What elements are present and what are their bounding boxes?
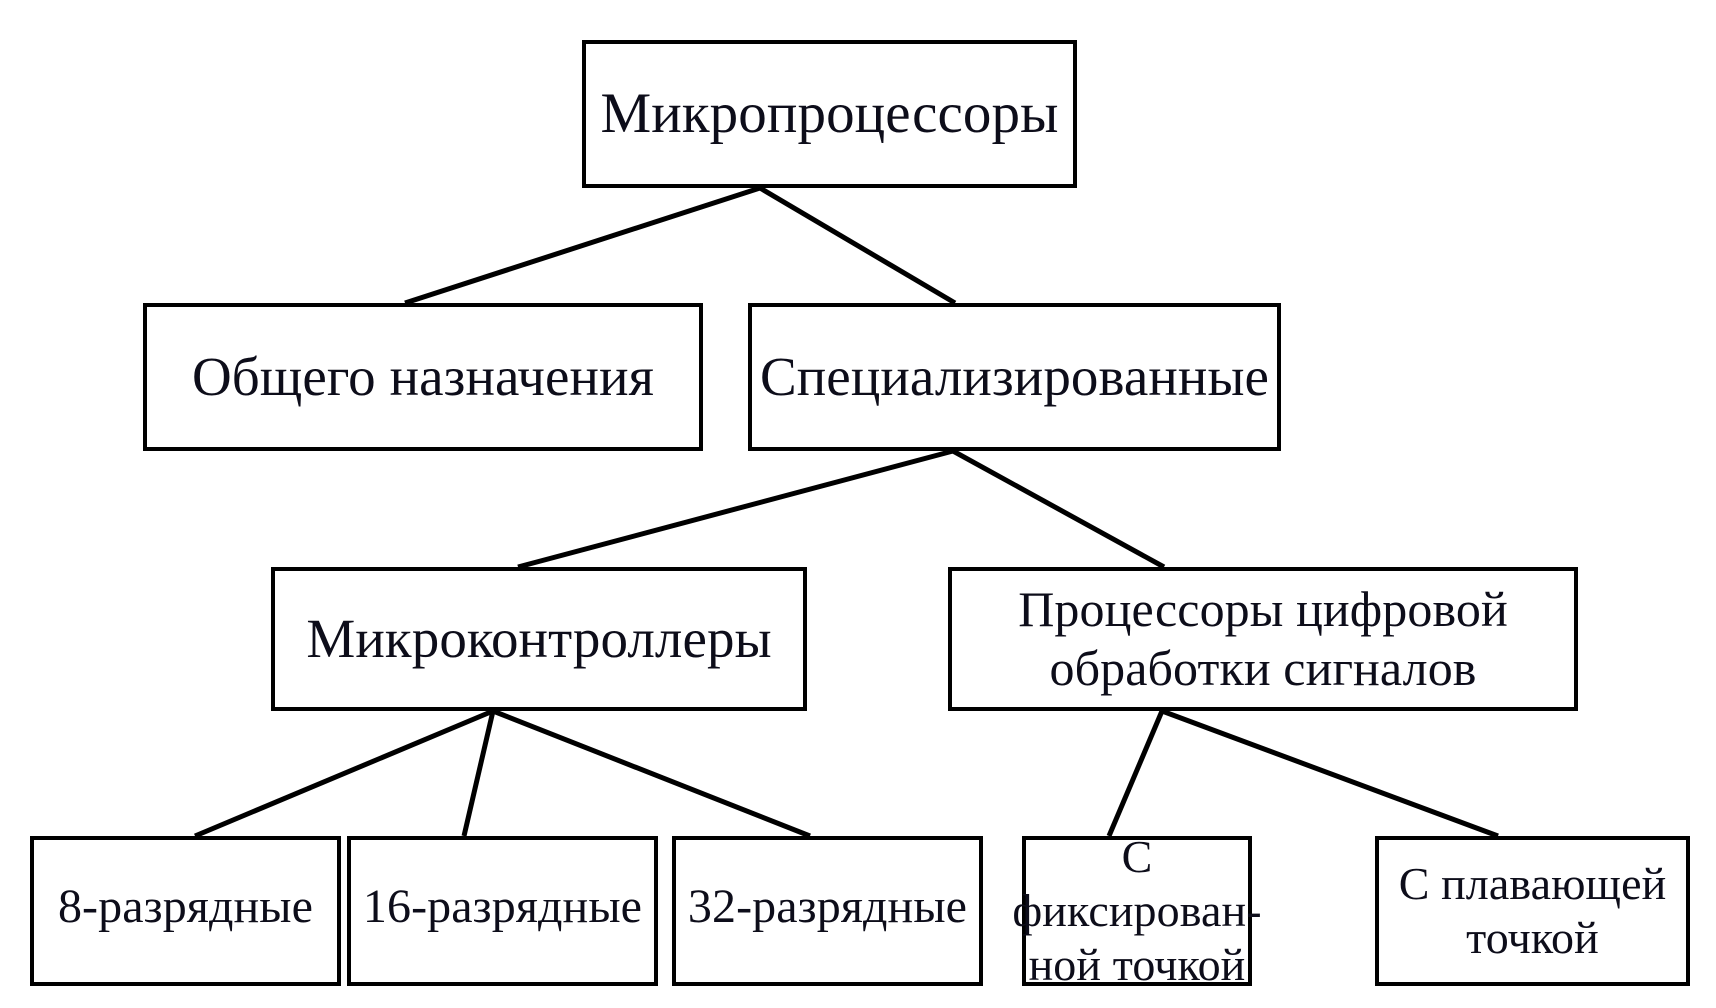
edge-root-special: [758, 185, 957, 306]
node-label: 32-разрядные: [687, 879, 968, 933]
node-label: Микроконтроллеры: [306, 607, 772, 669]
node-general-purpose[interactable]: Общего назначения: [143, 303, 703, 451]
node-label: С фиксирован- ной точкой: [1012, 830, 1262, 991]
node-label: 8-разрядные: [57, 879, 314, 933]
node-label: Микропроцессоры: [600, 82, 1059, 146]
edge-special-mcu: [517, 448, 954, 570]
edge-root-general: [404, 185, 761, 306]
node-label: 16-разрядные: [362, 879, 643, 933]
edge-dsp-fixed: [1106, 710, 1165, 837]
node-floating-point[interactable]: С плавающей точкой: [1375, 836, 1690, 986]
node-specialized[interactable]: Специализированные: [748, 303, 1281, 451]
edge-special-dsp: [951, 448, 1166, 570]
node-32-bit[interactable]: 32-разрядные: [672, 836, 983, 986]
node-8-bit[interactable]: 8-разрядные: [30, 836, 341, 986]
edge-mcu-b32: [492, 708, 811, 839]
node-microcontrollers[interactable]: Микроконтроллеры: [271, 567, 807, 711]
edge-mcu-b16: [461, 710, 496, 837]
node-digital-signal-processors[interactable]: Процессоры цифровой обработки сигналов: [948, 567, 1578, 711]
node-label: Специализированные: [759, 345, 1270, 407]
node-label: Общего назначения: [191, 345, 655, 407]
edge-mcu-b8: [194, 708, 494, 839]
node-microprocessors[interactable]: Микропроцессоры: [582, 40, 1077, 188]
node-label: С плавающей точкой: [1398, 857, 1667, 963]
node-fixed-point[interactable]: С фиксирован- ной точкой: [1012, 831, 1261, 991]
node-16-bit[interactable]: 16-разрядные: [347, 836, 658, 986]
edge-dsp-float: [1161, 708, 1499, 839]
node-label: Процессоры цифровой обработки сигналов: [1018, 581, 1508, 696]
